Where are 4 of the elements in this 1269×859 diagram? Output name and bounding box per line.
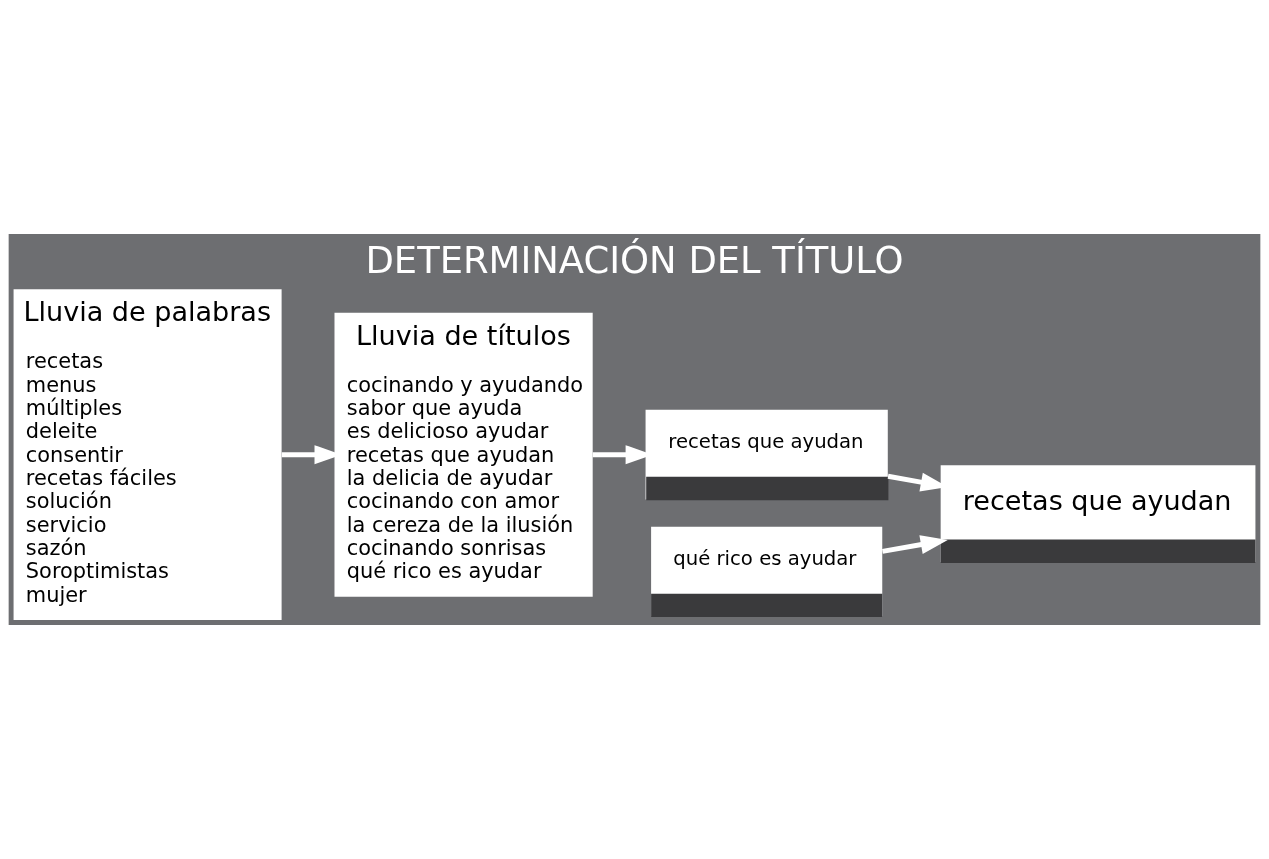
node-box: Lluvia de títulos cocinando y ayudando sabor que ayuda es delicioso ayudar recetas que ayudan la delicia de ayudar cocinando con amor la cereza de la ilusión cocinando sonrisas qué rico es ayudar: [334, 312, 593, 597]
arrow: [882, 535, 948, 554]
diagram-title: DETERMINACIÓN DEL TÍTULO: [365, 239, 904, 283]
node-box: Lluvia de palabras recetas menus múltiples deleite consentir recetas fáciles solución servicio sazón Soroptimistas mujer: [13, 289, 282, 621]
